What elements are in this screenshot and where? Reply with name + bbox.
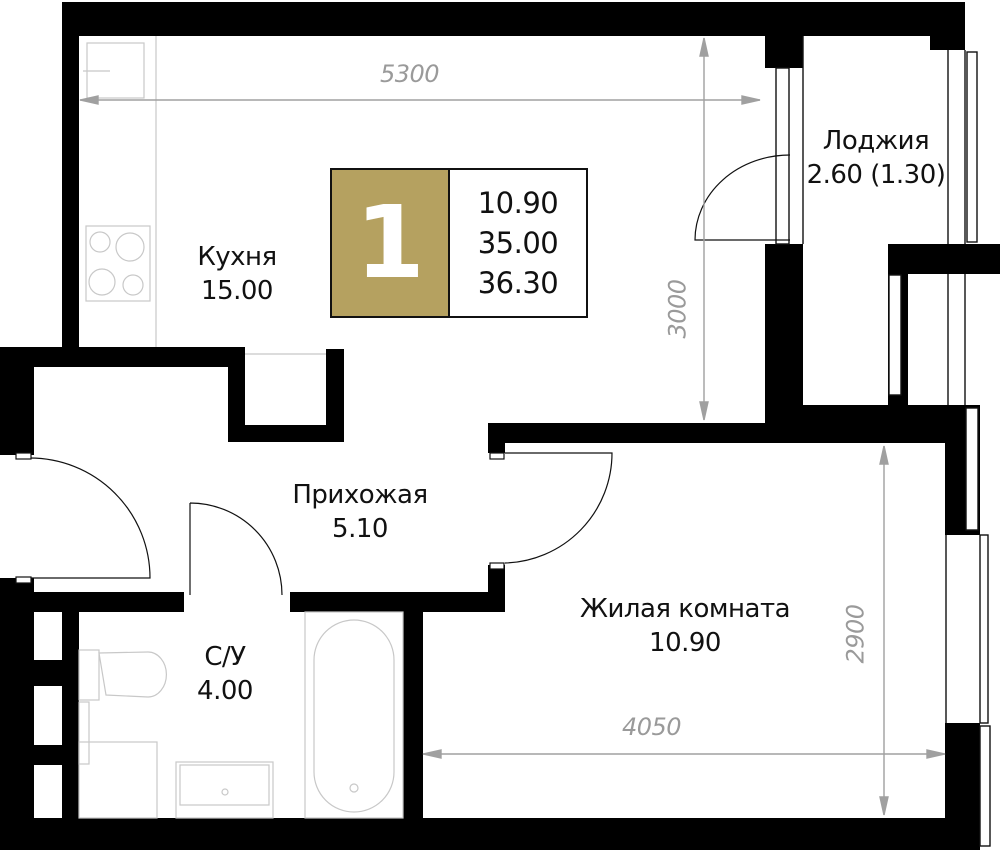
room-area: 4.00 — [197, 676, 253, 706]
room-name: Лоджия — [822, 126, 930, 156]
room-label-kitchen: Кухня 15.00 — [172, 240, 302, 308]
room-area: 5.10 — [332, 514, 388, 544]
dimension-living-depth: 2900 — [841, 604, 870, 664]
room-name: С/У — [204, 642, 246, 672]
dimension-kitchen-depth: 3000 — [663, 279, 692, 339]
room-count: 1 — [332, 170, 450, 316]
doors — [15, 154, 791, 596]
room-name: Прихожая — [292, 480, 428, 510]
window-frames — [775, 36, 991, 847]
room-area: 15.00 — [201, 276, 273, 306]
total-with-loggia-value: 36.30 — [477, 266, 559, 300]
dimension-kitchen-width: 5300 — [380, 60, 440, 88]
living-area-value: 10.90 — [477, 186, 559, 220]
room-name: Кухня — [197, 242, 277, 272]
room-label-hallway: Прихожая 5.10 — [280, 478, 440, 546]
summary-areas: 10.90 35.00 36.30 — [450, 170, 586, 316]
dimension-living-width: 4050 — [622, 713, 682, 741]
room-name: Жилая комната — [579, 594, 791, 624]
room-label-loggia: Лоджия 2.60 (1.30) — [786, 124, 966, 192]
room-area: 2.60 (1.30) — [806, 160, 946, 190]
room-label-living-room: Жилая комната 10.90 — [560, 592, 810, 660]
fixtures — [78, 36, 404, 819]
apartment-summary-badge: 1 10.90 35.00 36.30 — [330, 168, 588, 318]
room-area: 10.90 — [649, 628, 721, 658]
total-area-value: 35.00 — [477, 226, 559, 260]
room-label-bathroom: С/У 4.00 — [180, 640, 270, 708]
dimension-lines — [79, 37, 946, 816]
